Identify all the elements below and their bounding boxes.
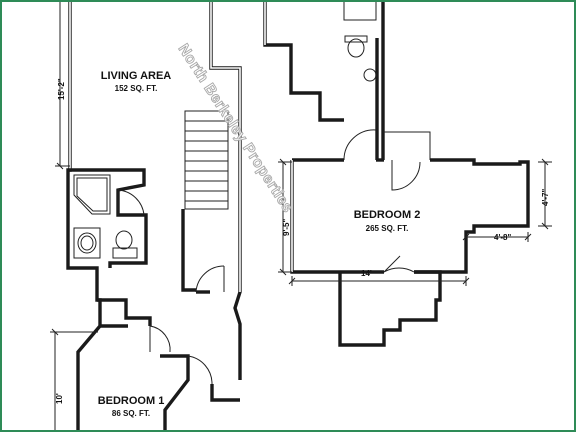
bedroom2-size: 265 SQ. FT. (366, 224, 409, 233)
bedroom1-size: 86 SQ. FT. (112, 409, 150, 418)
bedroom2-bay-width-dim: 4'-8" (494, 233, 511, 242)
right-unit-walls (263, 0, 530, 347)
bedroom1-label: BEDROOM 1 (98, 395, 165, 407)
bedroom2-label: BEDROOM 2 (354, 209, 421, 221)
bedroom2-width-dim: 14' (361, 269, 372, 278)
bedroom1-height-dim: 10' (55, 393, 64, 404)
living-area-label: LIVING AREA (101, 70, 172, 82)
living-height-dim: 15'-2" (57, 78, 66, 100)
bedroom2-height-dim: 9'-5" (282, 219, 291, 236)
dimension-lines (50, 0, 552, 432)
left-unit-walls (66, 0, 242, 432)
bedroom2-bay-right-dim: 4'-7" (541, 189, 550, 206)
living-area-size: 152 SQ. FT. (115, 84, 158, 93)
